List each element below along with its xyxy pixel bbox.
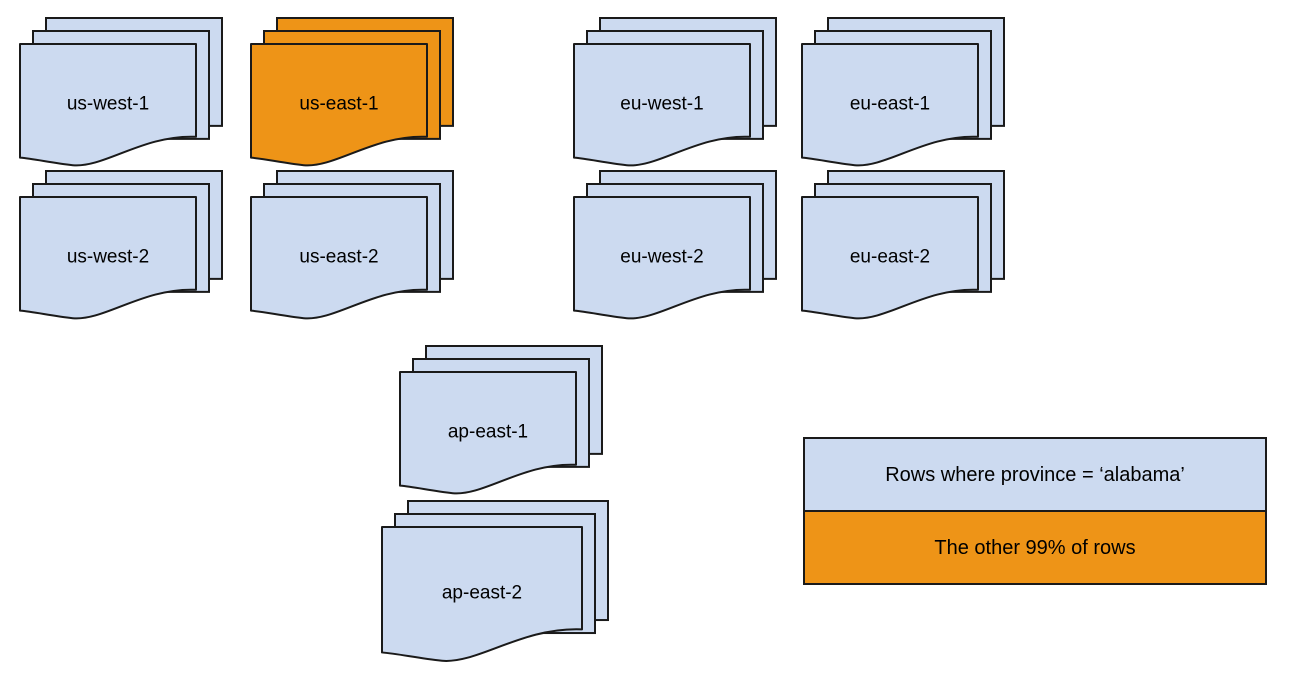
document-stack-us-west-1[interactable]: us-west-1 <box>19 17 223 167</box>
document-stack-label: us-east-1 <box>299 93 378 114</box>
document-sheet-front <box>250 43 428 167</box>
document-sheet-front <box>399 371 577 495</box>
document-stack-ap-east-1[interactable]: ap-east-1 <box>399 345 603 495</box>
legend-group: Rows where province = ‘alabama’ The other… <box>803 437 1267 585</box>
document-stack-ap-east-2[interactable]: ap-east-2 <box>381 500 609 662</box>
document-sheet-front <box>573 196 751 320</box>
legend-swatch <box>803 437 1267 512</box>
document-sheet-front <box>573 43 751 167</box>
document-stack-label: ap-east-1 <box>448 421 528 442</box>
legend-label: Rows where province = ‘alabama’ <box>885 464 1185 486</box>
document-sheet-front <box>801 196 979 320</box>
document-stack-eu-east-1[interactable]: eu-east-1 <box>801 17 1005 167</box>
document-stack-group: us-west-1 us-east-1 eu-west-1 eu-east-1 us-w… <box>19 17 1005 662</box>
document-stack-us-east-1[interactable]: us-east-1 <box>250 17 454 167</box>
document-sheet-front <box>801 43 979 167</box>
document-sheet-front <box>19 43 197 167</box>
legend-swatch <box>803 510 1267 585</box>
document-stack-label: us-east-2 <box>299 246 378 267</box>
document-stack-label: us-west-1 <box>67 93 149 114</box>
document-stack-us-west-2[interactable]: us-west-2 <box>19 170 223 320</box>
document-sheet-front <box>250 196 428 320</box>
legend-row-other: The other 99% of rows <box>803 510 1267 585</box>
document-stack-eu-west-2[interactable]: eu-west-2 <box>573 170 777 320</box>
document-stack-label: eu-west-1 <box>620 93 703 114</box>
document-stack-label: eu-east-2 <box>850 246 930 267</box>
document-sheet-front <box>19 196 197 320</box>
document-sheet-front <box>381 526 583 662</box>
document-stack-label: eu-west-2 <box>620 246 703 267</box>
legend-label: The other 99% of rows <box>934 537 1135 559</box>
document-stack-eu-east-2[interactable]: eu-east-2 <box>801 170 1005 320</box>
document-stack-label: us-west-2 <box>67 246 149 267</box>
document-stack-label: ap-east-2 <box>442 583 522 604</box>
document-stack-eu-west-1[interactable]: eu-west-1 <box>573 17 777 167</box>
document-stack-us-east-2[interactable]: us-east-2 <box>250 170 454 320</box>
legend-row-matching: Rows where province = ‘alabama’ <box>803 437 1267 512</box>
document-stack-label: eu-east-1 <box>850 93 930 114</box>
